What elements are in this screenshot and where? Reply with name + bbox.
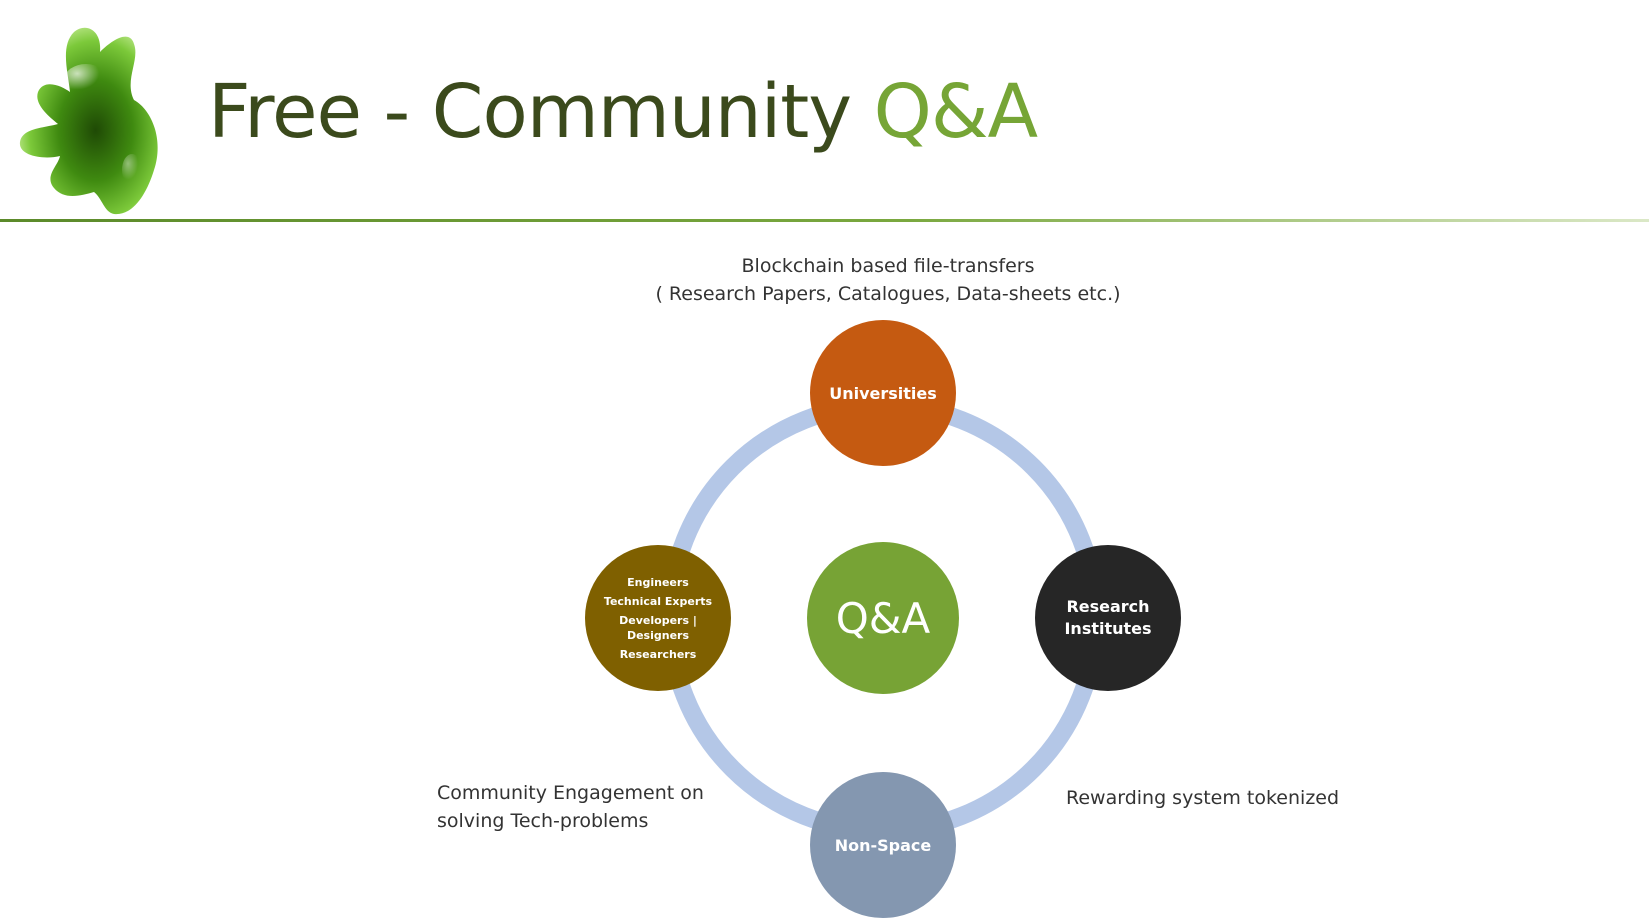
node-universities-label: Universities: [829, 383, 937, 403]
node-non-space: Non-Space: [810, 772, 956, 918]
node-research-line2: Institutes: [1064, 619, 1152, 638]
note-left-line1: Community Engagement on: [437, 782, 704, 804]
title-main: Free - Community: [208, 69, 874, 155]
node-engineers-line: Designers: [626, 628, 690, 642]
note-top-line1: Blockchain based file-transfers: [741, 255, 1035, 277]
note-rewarding-system: Rewarding system tokenized: [1066, 787, 1340, 809]
green-blob-logo-icon: [19, 27, 158, 215]
note-top-line2: ( Research Papers, Catalogues, Data-shee…: [655, 283, 1121, 305]
note-file-transfers: Blockchain based file-transfers ( Resear…: [568, 252, 1208, 308]
node-engineers-line: Developers |: [619, 613, 697, 627]
node-engineers: Engineers Technical Experts Developers |…: [585, 545, 731, 691]
note-left-line2: solving Tech-problems: [437, 810, 649, 832]
node-engineers-line: Engineers: [627, 575, 689, 589]
node-universities: Universities: [810, 320, 956, 466]
title-accent: Q&A: [873, 69, 1039, 155]
node-research-institutes: Research Institutes: [1035, 545, 1181, 691]
node-non-space-label: Non-Space: [834, 835, 932, 855]
node-center-label: Q&A: [835, 593, 931, 643]
note-community-engagement: Community Engagement on solving Tech-pro…: [437, 779, 704, 835]
node-center-qa: Q&A: [807, 542, 959, 694]
node-research-line1: Research: [1066, 597, 1150, 616]
title-divider: [0, 219, 1649, 222]
node-engineers-line: Researchers: [619, 647, 697, 661]
page-title: Free - Community Q&A: [208, 62, 1039, 162]
node-engineers-line: Technical Experts: [603, 594, 713, 608]
